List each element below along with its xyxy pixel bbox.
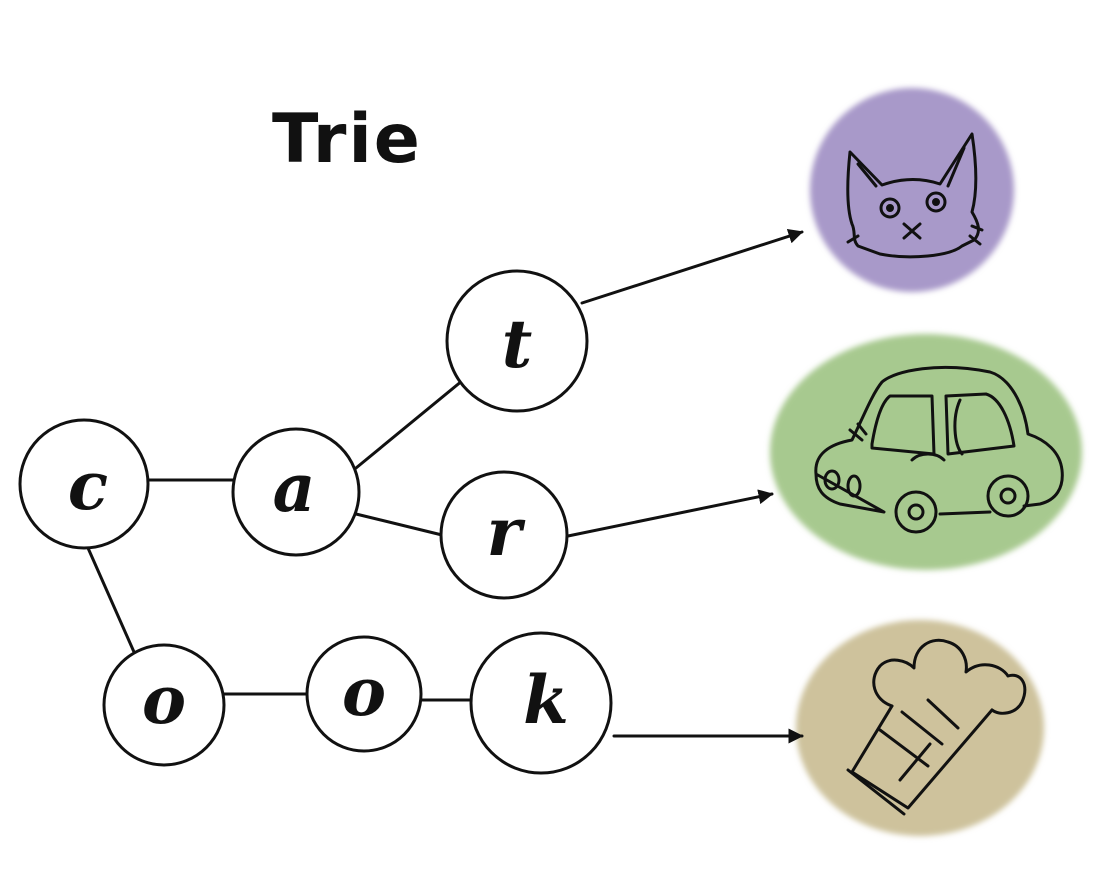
- node-letter-k: k: [523, 661, 569, 739]
- node-letter-t: t: [502, 305, 533, 383]
- chef-hat-icon: [846, 638, 1027, 816]
- arrow-t-cat: [580, 229, 804, 305]
- edge-c-o: [86, 546, 136, 654]
- cat-blob: [810, 88, 1014, 292]
- node-a: a: [231, 427, 361, 557]
- cat-face-icon: [846, 132, 984, 259]
- node-c: c: [18, 418, 150, 550]
- leaf-arrows: [566, 229, 804, 744]
- node-o-first: o: [102, 643, 226, 767]
- node-letter-c: c: [68, 447, 108, 525]
- node-k: k: [469, 631, 613, 775]
- arrow-r-car: [566, 489, 774, 538]
- node-letter-o-first: o: [142, 661, 186, 739]
- edge-a-t: [354, 374, 470, 470]
- node-letter-a: a: [273, 449, 316, 527]
- car-icon: [814, 366, 1064, 534]
- node-letter-r: r: [487, 493, 526, 571]
- node-o-second: o: [305, 635, 423, 753]
- diagram-title: Trie: [272, 100, 422, 179]
- node-t: t: [445, 269, 589, 413]
- edge-a-r: [354, 512, 444, 537]
- node-letter-o-second: o: [342, 653, 386, 731]
- node-r: r: [439, 470, 569, 600]
- trie-edges: [86, 374, 474, 702]
